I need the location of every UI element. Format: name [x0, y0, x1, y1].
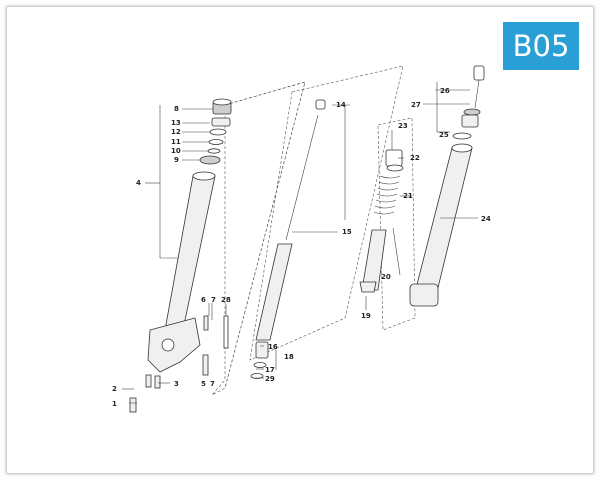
leader-lines [122, 82, 478, 404]
callout-1: 1 [112, 400, 117, 408]
callout-14: 14 [336, 101, 346, 109]
callout-25: 25 [439, 131, 449, 139]
section-badge: B05 [503, 22, 579, 70]
callout-22: 22 [410, 154, 420, 162]
callout-3: 3 [174, 380, 179, 388]
callout-18: 18 [284, 353, 294, 361]
callout-5: 5 [201, 380, 206, 388]
callout-26: 26 [440, 87, 450, 95]
callout-17: 17 [265, 366, 275, 374]
callout-20: 20 [381, 273, 391, 281]
damper-rod-assembly [250, 99, 326, 379]
callout-28: 28 [221, 296, 231, 304]
callout-labels: 1 2 3 4 5 6 7 7 8 9 10 11 12 13 14 15 16… [112, 87, 491, 408]
callout-12: 12 [171, 128, 181, 136]
callout-27: 27 [411, 101, 421, 109]
callout-7-top: 7 [211, 296, 216, 304]
callout-2: 2 [112, 385, 117, 393]
callout-7-bottom: 7 [210, 380, 215, 388]
left-fork-assembly [129, 98, 232, 413]
right-fork-assembly [409, 65, 485, 307]
callout-13: 13 [171, 119, 181, 127]
group-box-damper [224, 81, 306, 389]
callout-19: 19 [361, 312, 371, 320]
callout-23: 23 [398, 122, 408, 130]
spring-assembly [359, 149, 404, 293]
group-box-left [211, 81, 306, 396]
callout-9: 9 [174, 156, 179, 164]
callout-29: 29 [265, 375, 275, 383]
callout-8: 8 [174, 105, 179, 113]
diagram-frame [6, 6, 594, 474]
callout-4: 4 [136, 179, 141, 187]
group-box-cartridge [249, 65, 404, 361]
callout-24: 24 [481, 215, 491, 223]
callout-10: 10 [171, 147, 181, 155]
callout-16: 16 [268, 343, 278, 351]
callout-6: 6 [201, 296, 206, 304]
callout-11: 11 [171, 138, 181, 146]
callout-15: 15 [342, 228, 352, 236]
callout-21: 21 [403, 192, 413, 200]
